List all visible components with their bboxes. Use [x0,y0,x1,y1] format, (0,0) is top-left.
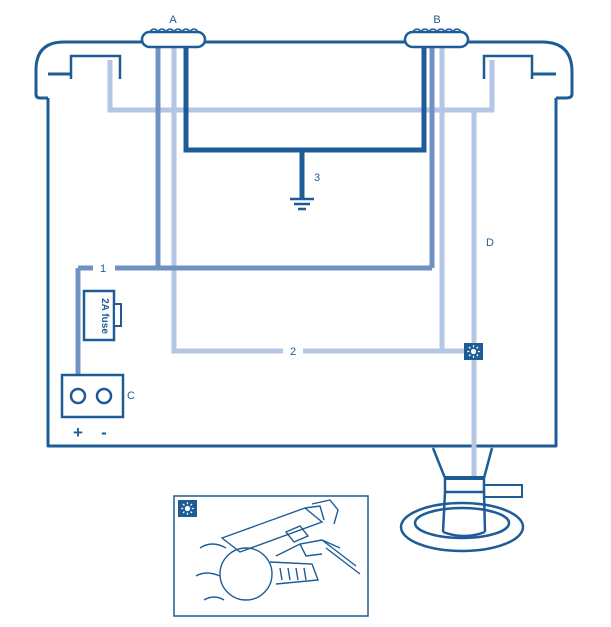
fuse-label: 2A fuse [99,298,110,334]
ground-symbol-icon [290,197,314,211]
enclosure [34,40,574,448]
wire-d-label: D [486,237,494,249]
sun-icon [464,343,483,360]
socket-label: C [127,390,135,402]
handle-right [482,54,534,79]
socket [60,373,125,419]
inset-sun-icon [178,500,197,517]
hand-crimping-illustration [195,499,361,601]
wire-2-label: 2 [290,346,296,358]
mid-wires [75,40,435,394]
drain-funnel [399,446,525,553]
inset-detail [173,495,369,617]
light-wires [107,40,495,475]
ground-label: 3 [314,172,320,184]
handle-left [69,54,122,79]
fuse: 2A fuse [82,289,122,342]
connector-b-label: B [433,14,440,26]
minus-label: - [101,423,107,442]
connector-a-label: A [169,14,177,26]
connector-a [140,28,207,49]
connector-b [403,28,470,49]
plus-label: + [73,423,83,442]
wire-1-label: 1 [100,263,106,275]
ground-wire [183,40,427,198]
